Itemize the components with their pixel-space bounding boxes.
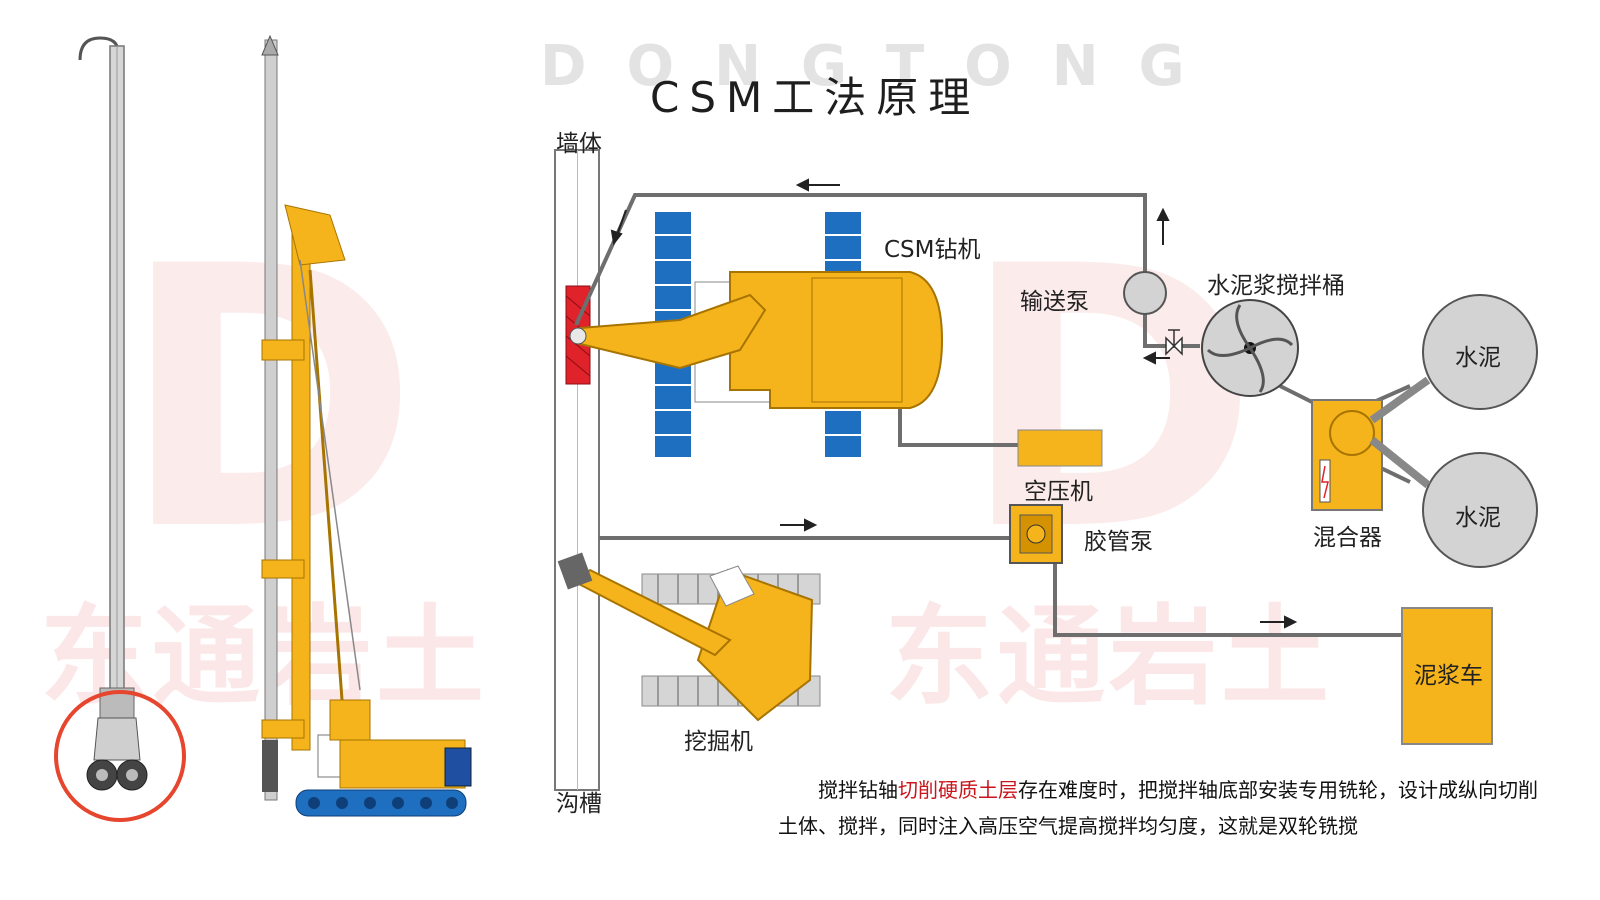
label-slurry-truck: 泥浆车	[1414, 663, 1483, 689]
page-title: CSM工法原理	[650, 73, 981, 122]
wall-divider	[577, 150, 578, 790]
pipe-network	[574, 193, 1411, 637]
label-air-compressor: 空压机	[1024, 479, 1093, 505]
description-line-2: 土体、搅拌，同时注入高压空气提高搅拌均匀度，这就是双轮铣搅	[778, 814, 1358, 838]
label-trench: 沟槽	[556, 791, 602, 817]
description-line-1: 搅拌钻轴切削硬质土层存在难度时，把搅拌轴底部安装专用铣轮，设计成纵向切削	[778, 772, 1568, 808]
watermark-text-right: 东通岩土	[885, 595, 1334, 720]
cement-silo-1	[1422, 294, 1538, 410]
description-text-2: 存在难度时，把搅拌轴底部安装专用铣轮，设计成纵向切削	[1018, 778, 1538, 802]
machine-illustrations	[54, 34, 472, 822]
label-excavator: 挖掘机	[684, 729, 753, 755]
cutter-highlight-circle	[54, 690, 186, 822]
flow-arrows	[610, 178, 1298, 629]
process-diagram	[554, 149, 1538, 791]
description-paragraph: 搅拌钻轴切削硬质土层存在难度时，把搅拌轴底部安装专用铣轮，设计成纵向切削 土体、…	[778, 772, 1568, 844]
label-mixing-tank: 水泥浆搅拌桶	[1207, 273, 1345, 299]
valve-icon	[1165, 329, 1183, 356]
label-transfer-pump: 输送泵	[1020, 289, 1089, 315]
csm-rig-top-view	[569, 212, 944, 457]
hose-pump	[1009, 504, 1063, 564]
excavator	[557, 552, 821, 722]
conveyor-lines	[1369, 376, 1431, 489]
mast-with-cutter	[78, 36, 148, 791]
label-wall: 墙体	[556, 131, 602, 157]
air-compressor	[1017, 429, 1103, 467]
label-csm-rig: CSM钻机	[884, 237, 981, 263]
mixing-tank	[1201, 299, 1299, 397]
label-cement-2: 水泥	[1455, 505, 1501, 531]
description-highlight: 切削硬质土层	[898, 778, 1018, 802]
cement-silo-2	[1422, 452, 1538, 568]
label-hose-pump: 胶管泵	[1084, 529, 1153, 555]
csm-rig-side-view	[261, 34, 472, 817]
slurry-truck	[1401, 607, 1493, 745]
mixer	[1311, 399, 1383, 511]
label-mixer: 混合器	[1313, 525, 1382, 551]
description-text-1: 搅拌钻轴	[818, 778, 898, 802]
label-cement-1: 水泥	[1455, 345, 1501, 371]
transfer-pump	[1123, 271, 1167, 315]
watermark-brand: DONGTONG	[540, 34, 1225, 99]
